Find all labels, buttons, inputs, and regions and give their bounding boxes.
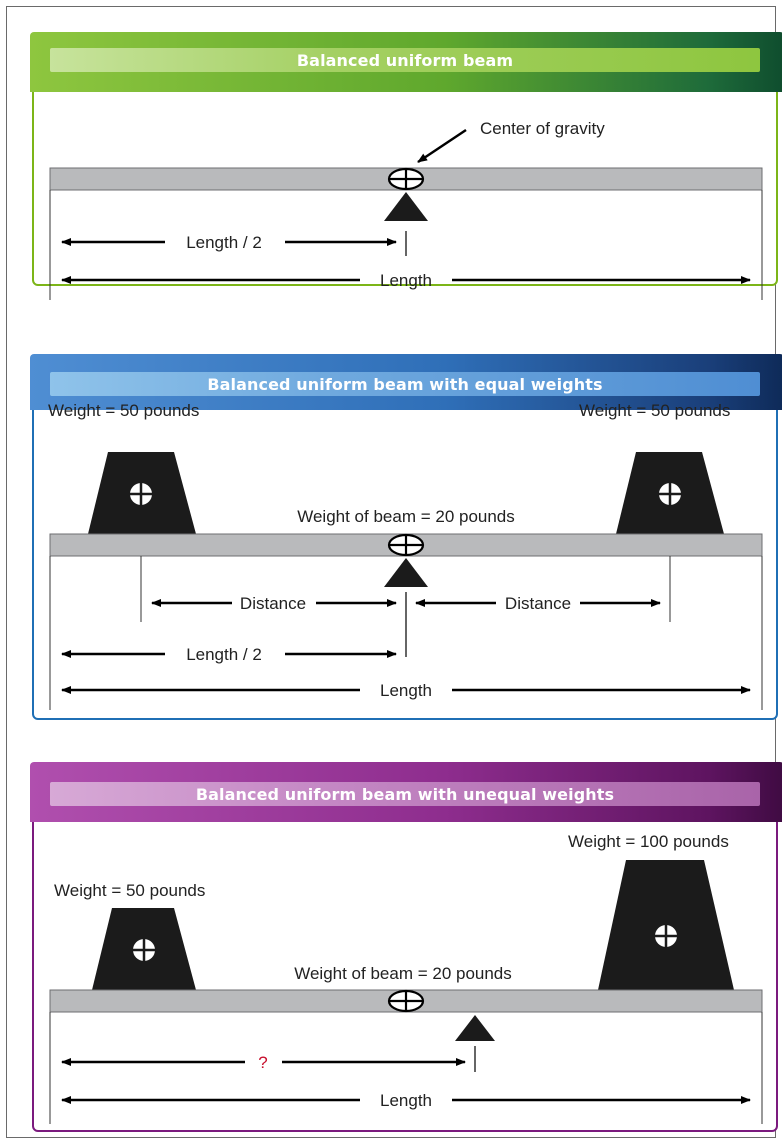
diagram-unequal-weights: Weight = 100 pounds Weight = 50 pounds W… — [49, 832, 763, 1124]
left-weight — [92, 908, 196, 990]
fulcrum — [384, 558, 428, 587]
right-weight-label: Weight = 50 pounds — [579, 401, 730, 420]
panel-title: Balanced uniform beam with unequal weigh… — [50, 782, 760, 806]
diagram-balanced-beam: Center of gravity Length / 2 Length — [49, 119, 763, 300]
center-of-gravity-icon — [387, 989, 425, 1013]
left-weight — [88, 452, 196, 534]
panel-title: Balanced uniform beam with equal weights — [50, 372, 760, 396]
length-label: Length — [380, 271, 432, 290]
fulcrum — [384, 192, 428, 221]
unknown-distance-label: ? — [258, 1053, 267, 1072]
panel-title: Balanced uniform beam — [50, 48, 760, 72]
left-distance-label: Distance — [240, 594, 306, 613]
panel-title-text: Balanced uniform beam with unequal weigh… — [195, 784, 615, 804]
half-length-label: Length / 2 — [186, 233, 262, 252]
right-weight — [616, 452, 724, 534]
panel-title-text: Balanced uniform beam — [296, 50, 514, 70]
center-of-gravity-icon — [387, 533, 425, 557]
diagram-equal-weights: Weight = 50 pounds Weight = 50 pounds We… — [48, 401, 763, 710]
half-length-label: Length / 2 — [186, 645, 262, 664]
right-weight — [598, 860, 734, 990]
left-weight-label: Weight = 50 pounds — [48, 401, 199, 420]
length-label: Length — [380, 1091, 432, 1110]
cog-label: Center of gravity — [480, 119, 605, 138]
right-weight-label: Weight = 100 pounds — [568, 832, 729, 851]
panel-title-text: Balanced uniform beam with equal weights — [207, 374, 603, 394]
panel-balanced-beam: Balanced uniform beam — [30, 32, 782, 286]
right-distance-label: Distance — [505, 594, 571, 613]
left-weight-label: Weight = 50 pounds — [54, 881, 205, 900]
center-of-gravity-icon — [387, 167, 425, 191]
beam-weight-label: Weight of beam = 20 pounds — [297, 507, 515, 526]
length-label: Length — [380, 681, 432, 700]
fulcrum — [455, 1015, 495, 1041]
cog-pointer-arrow — [417, 128, 467, 164]
beam-weight-label: Weight of beam = 20 pounds — [294, 964, 512, 983]
